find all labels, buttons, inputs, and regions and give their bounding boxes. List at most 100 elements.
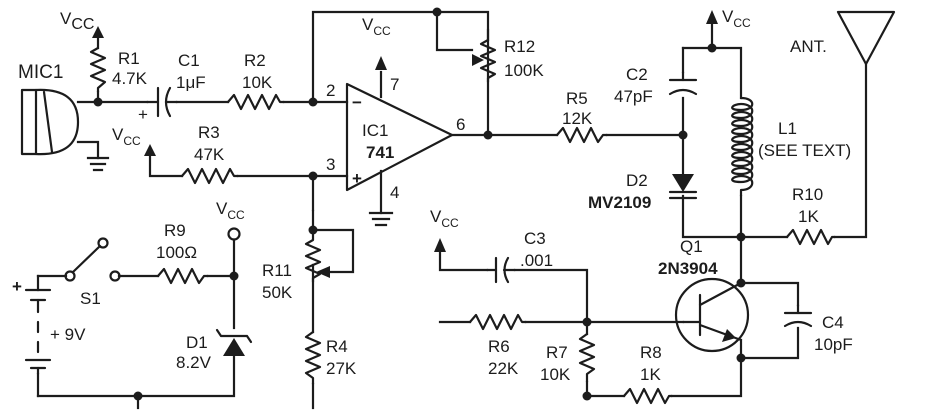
r7-value: 10K <box>540 365 571 384</box>
ic1-pin3: 3 <box>326 155 335 174</box>
junction-dot <box>432 7 442 17</box>
vcc-arrow-icon <box>434 238 446 252</box>
r2-ref: R2 <box>244 51 266 70</box>
junction-dot <box>707 43 717 53</box>
s1-label: S1 <box>80 289 101 308</box>
vcc-label: VCC <box>362 15 391 38</box>
ic1-pin6: 6 <box>456 115 465 134</box>
r12-ref: R12 <box>504 37 535 56</box>
r7-ref: R7 <box>546 343 568 362</box>
ground-icon <box>368 211 394 227</box>
ic1-noninv: + <box>352 169 362 188</box>
ic1-ref: IC1 <box>362 121 388 140</box>
c4-ref: C4 <box>822 313 844 332</box>
c2-ref: C2 <box>626 65 648 84</box>
resistor-r1-icon <box>89 46 107 94</box>
c1-polarity: + <box>138 105 148 124</box>
vcc-label: VCC <box>60 9 94 33</box>
wires <box>36 10 868 410</box>
antenna-label: ANT. <box>790 37 827 56</box>
resistor-r11-icon <box>304 208 322 284</box>
junction-dot <box>736 232 746 242</box>
r1-ref: R1 <box>118 49 140 68</box>
c1-value: 1μF <box>176 73 206 92</box>
c3-value: .001 <box>520 251 553 270</box>
q1-ref: Q1 <box>680 237 703 256</box>
c3-ref: C3 <box>524 229 546 248</box>
c1-ref: C1 <box>178 51 200 70</box>
battery-plus: + <box>12 277 22 296</box>
mic1-label: MIC1 <box>18 62 63 83</box>
ic1-pin7: 7 <box>390 75 399 94</box>
r2-value: 10K <box>242 73 273 92</box>
varactor-d2-icon <box>668 174 698 200</box>
junction-dot <box>229 271 239 281</box>
resistor-r2-icon <box>226 93 286 111</box>
capacitor-c3-icon <box>485 256 517 284</box>
resistor-r10-icon <box>785 228 837 246</box>
resistor-r5-icon <box>555 126 609 144</box>
grounds <box>86 156 394 227</box>
r3-ref: R3 <box>198 123 220 142</box>
capacitor-c2-icon <box>668 70 698 96</box>
l1-ref: L1 <box>778 119 797 138</box>
resistor-r9-icon <box>156 267 210 285</box>
resistor-r7-icon <box>578 332 596 384</box>
junction-dot <box>308 171 318 181</box>
inductor-l1-icon <box>731 96 754 198</box>
resistor-r4-icon <box>304 330 322 386</box>
c4-value: 10pF <box>814 335 853 354</box>
l1-value: (SEE TEXT) <box>758 141 851 160</box>
capacitor-c1-icon <box>145 86 179 118</box>
junction-dot <box>678 130 688 140</box>
microphone-icon <box>20 88 80 156</box>
junction-dot <box>582 317 592 327</box>
op-amp-ic1-icon <box>345 82 454 192</box>
resistor-r8-icon <box>622 387 674 405</box>
vcc-label: VCC <box>216 199 245 222</box>
ic1-value: 741 <box>366 143 394 162</box>
ground-icon <box>86 156 110 172</box>
vcc-arrow-icon <box>375 56 387 70</box>
d1-ref: D1 <box>186 333 208 352</box>
vcc-terminal-icon <box>227 227 241 241</box>
d2-value: MV2109 <box>588 193 651 212</box>
d1-value: 8.2V <box>176 353 212 372</box>
c2-value: 47pF <box>614 87 653 106</box>
junction-dot <box>582 391 592 401</box>
r11-value: 50K <box>262 283 293 302</box>
r12-value: 100K <box>504 61 544 80</box>
vcc-arrow-icon <box>92 26 104 38</box>
resistor-r12-icon <box>479 38 497 84</box>
wiper-arrow-icon <box>316 266 330 278</box>
r3-value: 47K <box>194 145 225 164</box>
junction-dot <box>736 353 746 363</box>
r4-value: 27K <box>326 359 357 378</box>
d2-ref: D2 <box>626 171 648 190</box>
zener-d1-icon <box>215 328 253 356</box>
resistor-r3-icon <box>180 167 240 185</box>
r8-ref: R8 <box>640 343 662 362</box>
vcc-arrows <box>92 10 718 252</box>
switch-s1-icon[interactable] <box>64 237 121 282</box>
junction-dot <box>483 130 493 140</box>
labels: VCC VCC VCC VCC VCC VCC MIC1 R1 4.7K C1 … <box>12 7 853 384</box>
junction-dot <box>93 97 103 107</box>
r6-value: 22K <box>488 359 519 378</box>
battery-value: + 9V <box>50 325 86 344</box>
ic1-inv: − <box>352 93 362 112</box>
vcc-arrow-icon <box>144 144 156 156</box>
vcc-arrow-icon <box>706 10 718 24</box>
junction-dot <box>133 391 143 401</box>
antenna-icon <box>836 10 896 66</box>
r11-ref: R11 <box>262 261 292 280</box>
r6-ref: R6 <box>488 337 510 356</box>
transistor-q1-icon <box>674 277 750 353</box>
r5-ref: R5 <box>566 89 588 108</box>
wiper-arrow-icon <box>472 54 484 66</box>
resistors <box>89 38 837 405</box>
r4-ref: R4 <box>326 337 348 356</box>
vcc-label: VCC <box>430 207 459 230</box>
junction-dot <box>308 97 318 107</box>
